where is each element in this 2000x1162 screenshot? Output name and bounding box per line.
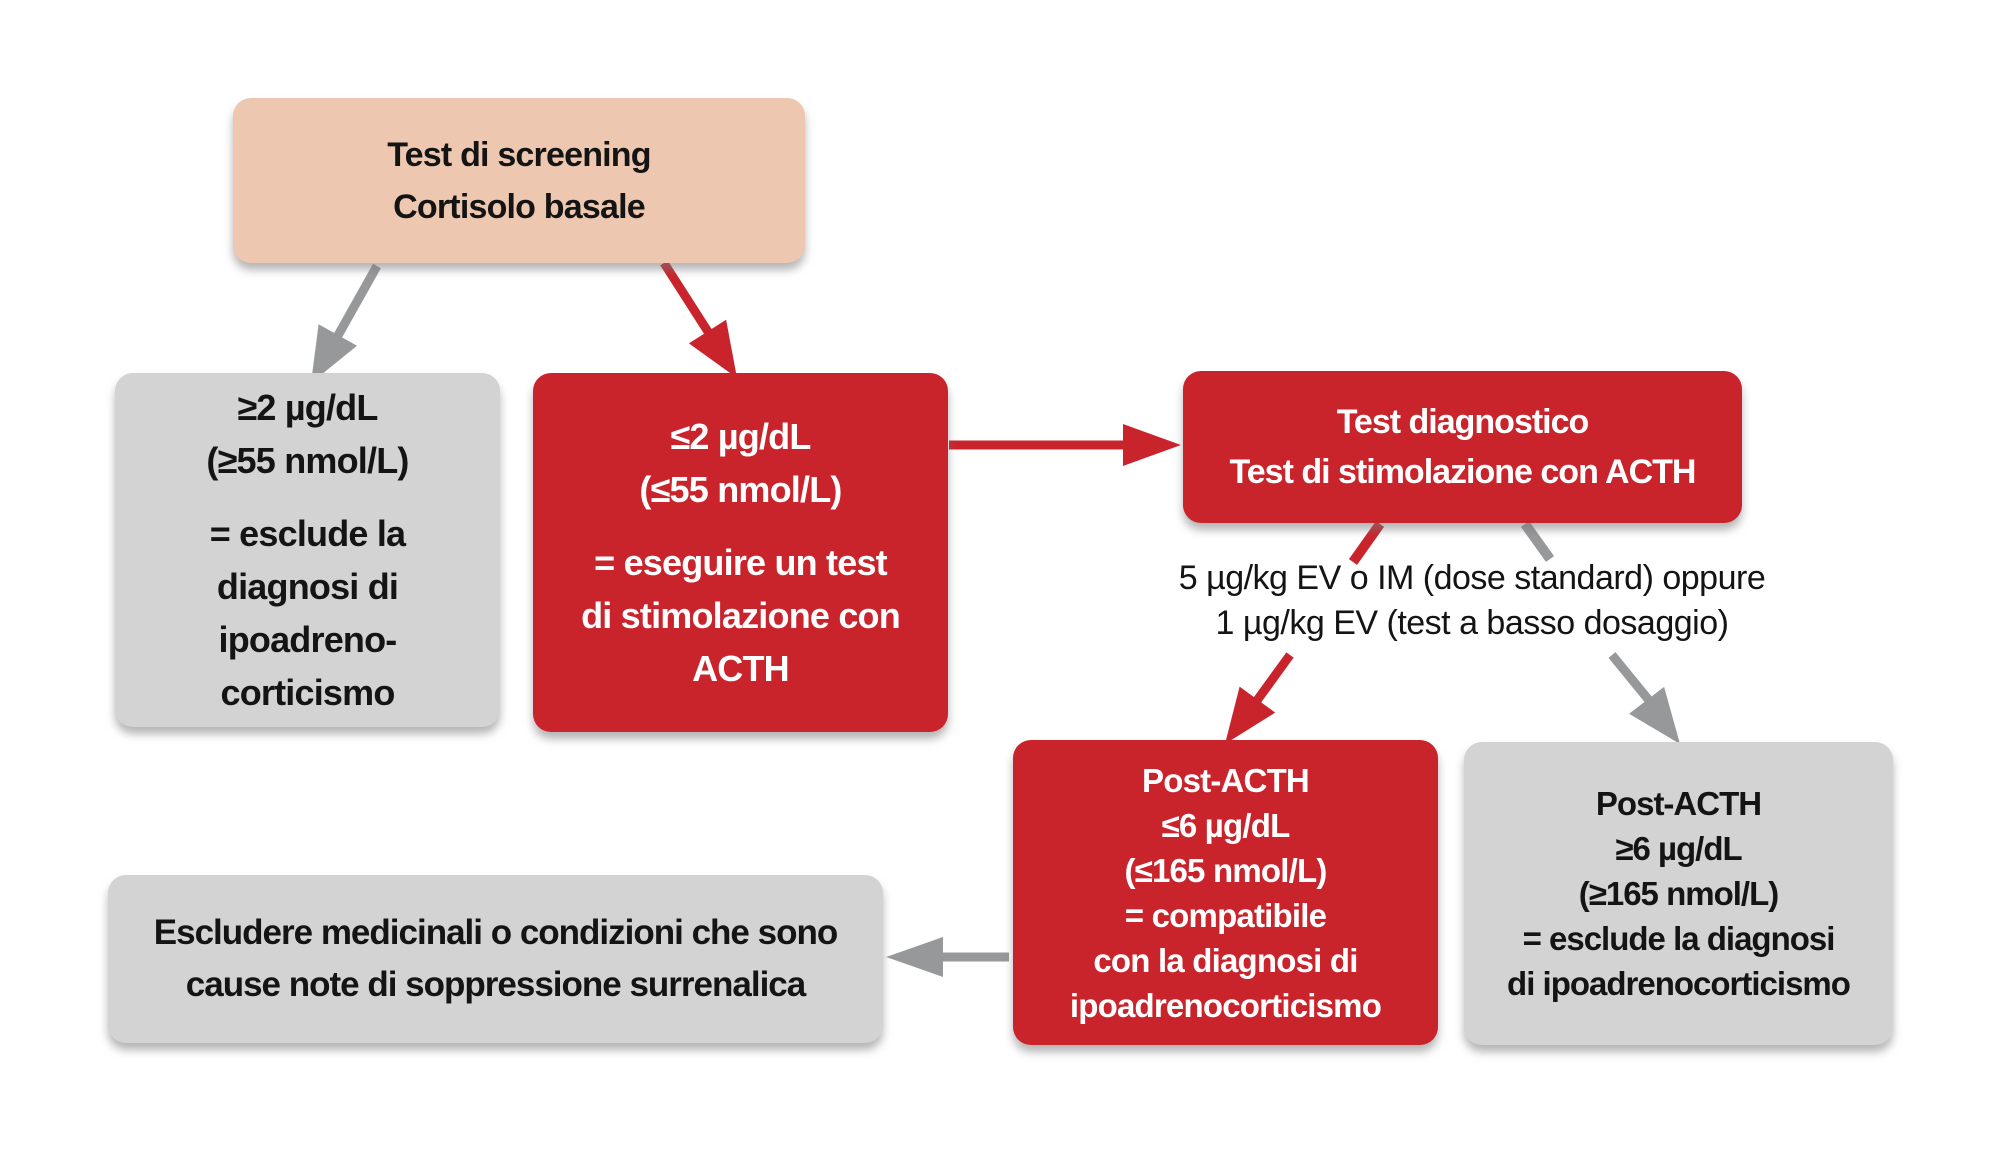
- arrow-basal-low-to-diagnostic: [949, 424, 1181, 466]
- text-line: Cortisolo basale: [393, 187, 646, 226]
- text-line: corticismo: [220, 672, 395, 713]
- node-screening-test: Test di screening Cortisolo basale: [233, 98, 805, 263]
- text-line: diagnosi di: [216, 566, 399, 607]
- label-acth-dose: 5 µg/kg EV o IM (dose standard) oppure 1…: [1122, 556, 1822, 646]
- text-line: ≥6 µg/dL: [1615, 830, 1742, 867]
- node-acth-stimulation-test: Test diagnostico Test di stimolazione co…: [1183, 371, 1742, 523]
- text-line: Post-ACTH: [1595, 785, 1762, 822]
- text-line: 1 µg/kg EV (test a basso dosaggio): [1215, 604, 1729, 642]
- text-line: (≥165 nmol/L): [1578, 875, 1779, 912]
- text-line: ipoadrenocorticismo: [1069, 986, 1382, 1024]
- node-post-acth-high-exclude: Post-ACTH ≥6 µg/dL (≥165 nmol/L) = esclu…: [1464, 742, 1893, 1045]
- text-line: = eseguire un test: [594, 542, 888, 583]
- text-line: ≥2 µg/dL: [237, 387, 378, 428]
- text-line: ACTH: [692, 648, 790, 689]
- arrow-post-low-to-exclude-causes: [886, 937, 1009, 977]
- text-line: = esclude la: [209, 513, 406, 554]
- text-line: = compatibile: [1124, 896, 1327, 934]
- node-exclude-suppression-causes: Escludere medicinali o condizioni che so…: [108, 875, 883, 1043]
- text-line: ≤2 µg/dL: [670, 416, 811, 457]
- text-line: di stimolazione con: [581, 595, 901, 636]
- text-line: = esclude la diagnosi: [1522, 920, 1836, 957]
- text-line: Test di screening: [387, 135, 651, 174]
- text-line: ≤6 µg/dL: [1161, 806, 1291, 844]
- text-line: Post-ACTH: [1142, 761, 1310, 799]
- text-line: Escludere medicinali o condizioni che so…: [153, 913, 838, 952]
- node-basal-low-stimulation: ≤2 µg/dL (≤55 nmol/L) = eseguire un test…: [533, 373, 948, 732]
- text-line: ipoadreno-: [218, 619, 398, 660]
- text-line: di ipoadrenocorticismo: [1507, 965, 1851, 1002]
- text-line: 5 µg/kg EV o IM (dose standard) oppure: [1178, 559, 1766, 597]
- text-line: (≥55 nmol/L): [206, 440, 409, 481]
- text-line: con la diagnosi di: [1093, 941, 1358, 979]
- node-post-acth-low-compatible: Post-ACTH ≤6 µg/dL (≤165 nmol/L) = compa…: [1013, 740, 1438, 1045]
- text-line: Test diagnostico: [1336, 403, 1590, 441]
- text-line: cause note di soppressione surrenalica: [185, 965, 806, 1004]
- text-line: (≤165 nmol/L): [1124, 851, 1327, 889]
- text-line: (≤55 nmol/L): [639, 469, 842, 510]
- node-basal-high-exclude: ≥2 µg/dL (≥55 nmol/L) = esclude la diagn…: [115, 373, 500, 727]
- arrow-screening-to-basal-low: [660, 260, 737, 378]
- arrow-screening-to-basal-high: [311, 263, 381, 383]
- text-line: Test di stimolazione con ACTH: [1229, 453, 1697, 491]
